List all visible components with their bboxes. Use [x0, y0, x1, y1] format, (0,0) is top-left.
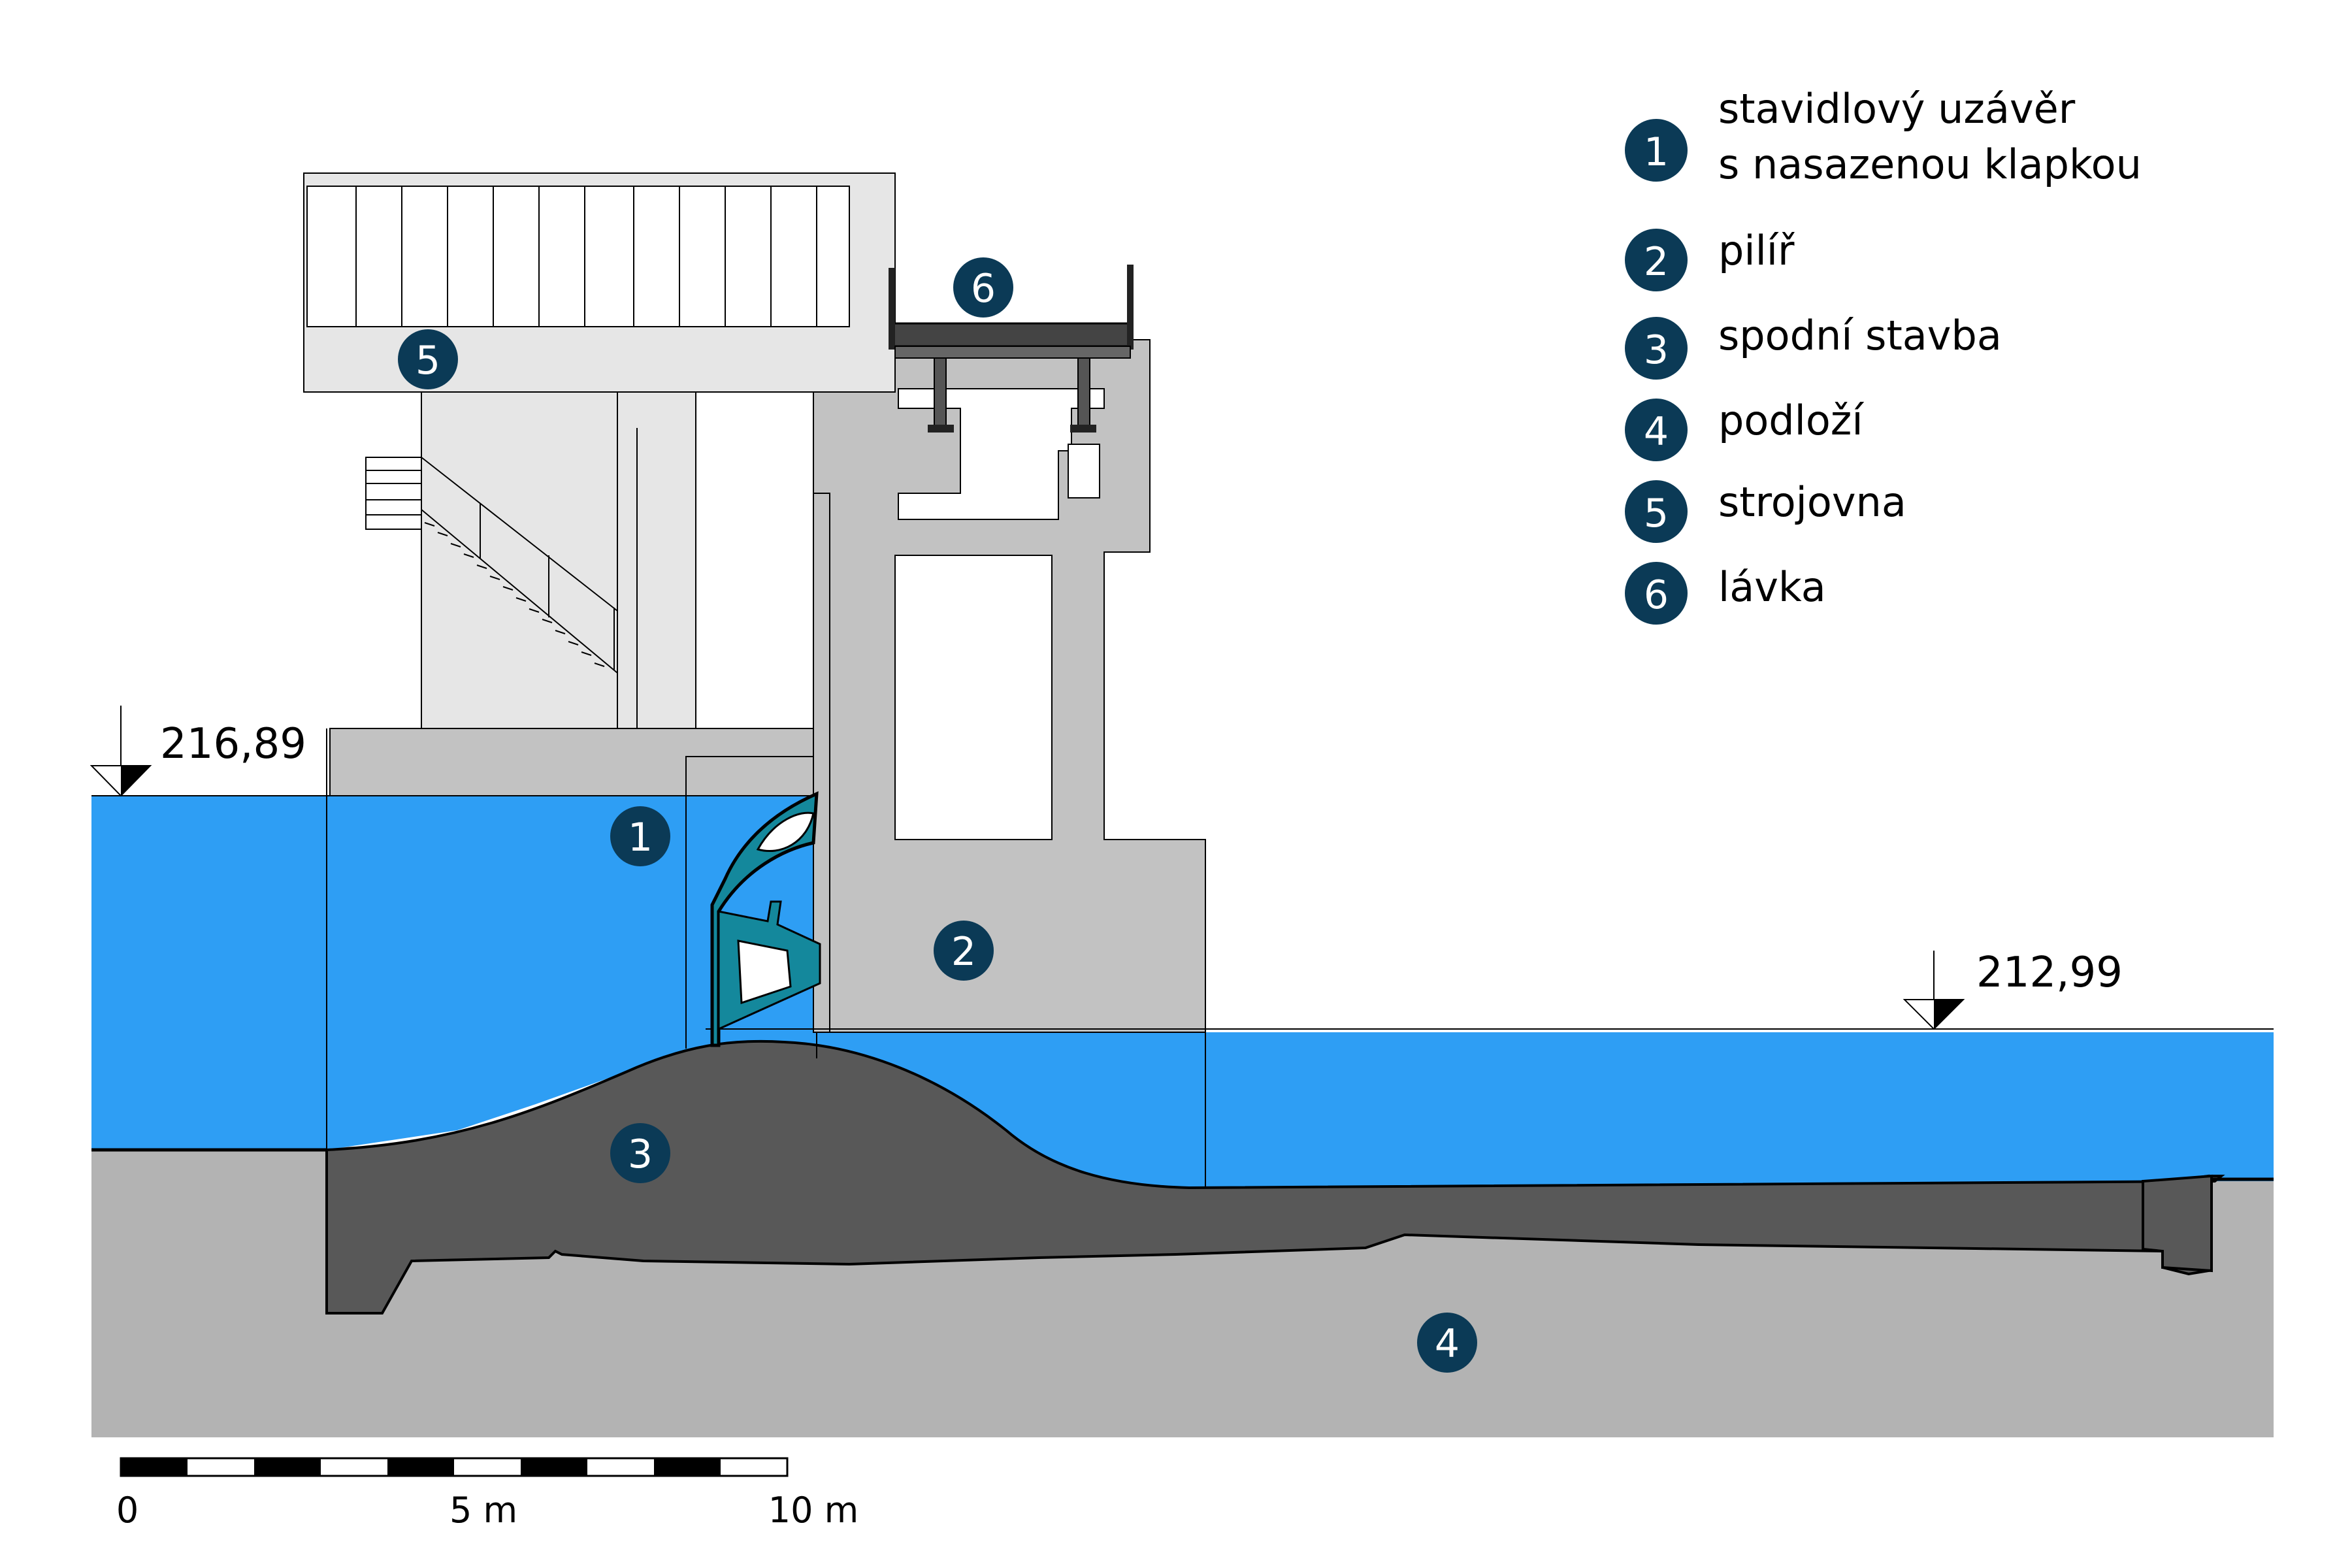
pier-recess — [1068, 444, 1100, 498]
legend-item-2-label: pilíř — [1718, 227, 1795, 274]
marker-1-number: 1 — [628, 815, 653, 860]
substructure-end-block — [2142, 1174, 2213, 1273]
scale-label-0: 0 — [116, 1490, 139, 1531]
staircase — [365, 457, 618, 674]
scale-label-10m: 10 m — [768, 1490, 858, 1531]
legend-item-5-label: strojovna — [1718, 478, 1906, 526]
marker-2: 2 — [934, 921, 994, 981]
legend-item-4: 4 podloží — [1625, 397, 1864, 461]
downstream-level-marker — [1903, 951, 1965, 1030]
scale-bar-segment-7 — [521, 1458, 587, 1476]
legend-item-3: 3 spodní stavba — [1625, 312, 2002, 380]
sluice-gate-with-flap — [710, 791, 821, 1047]
legend-item-2: 2 pilíř — [1625, 227, 1795, 291]
legend-item-4-label: podloží — [1718, 397, 1864, 444]
machine-room-panel-lines — [355, 186, 817, 327]
machine-room-panel — [306, 186, 850, 327]
scale-label-5m: 5 m — [449, 1490, 517, 1531]
legend-item-3-label: spodní stavba — [1718, 312, 2002, 359]
legend-item-6: 6 lávka — [1625, 562, 1826, 625]
scale-bar-segment-3 — [254, 1458, 321, 1476]
marker-2-number: 2 — [951, 929, 976, 975]
marker-1: 1 — [610, 806, 670, 866]
scale-bar-segment-9 — [654, 1458, 721, 1476]
scale-bar-segment-1 — [121, 1458, 188, 1476]
marker-4: 4 — [1417, 1313, 1477, 1373]
marker-3-number: 3 — [628, 1132, 653, 1177]
gate-slot-frame — [685, 756, 817, 796]
marker-3: 3 — [610, 1123, 670, 1183]
legend-item-1-line-2: s nasazenou klapkou — [1718, 140, 2142, 188]
marker-5-number: 5 — [416, 338, 440, 384]
legend-item-1-number: 1 — [1644, 129, 1669, 175]
legend-item-4-number: 4 — [1644, 409, 1669, 455]
legend-item-6-number: 6 — [1644, 572, 1669, 618]
upstream-level-label: 216,89 — [160, 720, 306, 768]
scale-bar-segment-5 — [387, 1458, 454, 1476]
downstream-level-label: 212,99 — [1976, 949, 2123, 997]
marker-6: 6 — [953, 257, 1013, 318]
scale-bar: 0 5 m 10 m — [116, 1457, 858, 1531]
legend-item-5: 5 strojovna — [1625, 478, 1906, 543]
marker-5: 5 — [398, 329, 458, 389]
pier-opening-upper — [898, 388, 1105, 520]
marker-4-number: 4 — [1435, 1321, 1460, 1367]
legend-item-3-number: 3 — [1644, 327, 1669, 373]
legend-item-5-number: 5 — [1644, 491, 1669, 536]
downstream-water — [706, 1032, 2274, 1189]
legend-item-1-line-1: stavidlový uzávěr — [1718, 85, 2076, 133]
legend-item-2-number: 2 — [1644, 239, 1669, 285]
legend: 1 stavidlový uzávěr s nasazenou klapkou … — [1625, 85, 2142, 625]
legend-item-1: 1 stavidlový uzávěr s nasazenou klapkou — [1625, 85, 2142, 188]
legend-item-6-label: lávka — [1718, 563, 1826, 611]
pier-opening-lower — [894, 555, 1053, 840]
hoist-shaft — [617, 391, 696, 729]
footbridge — [889, 265, 1134, 433]
upstream-level-marker — [90, 706, 152, 797]
marker-6-number: 6 — [971, 266, 996, 312]
upstream-water — [91, 796, 813, 1150]
